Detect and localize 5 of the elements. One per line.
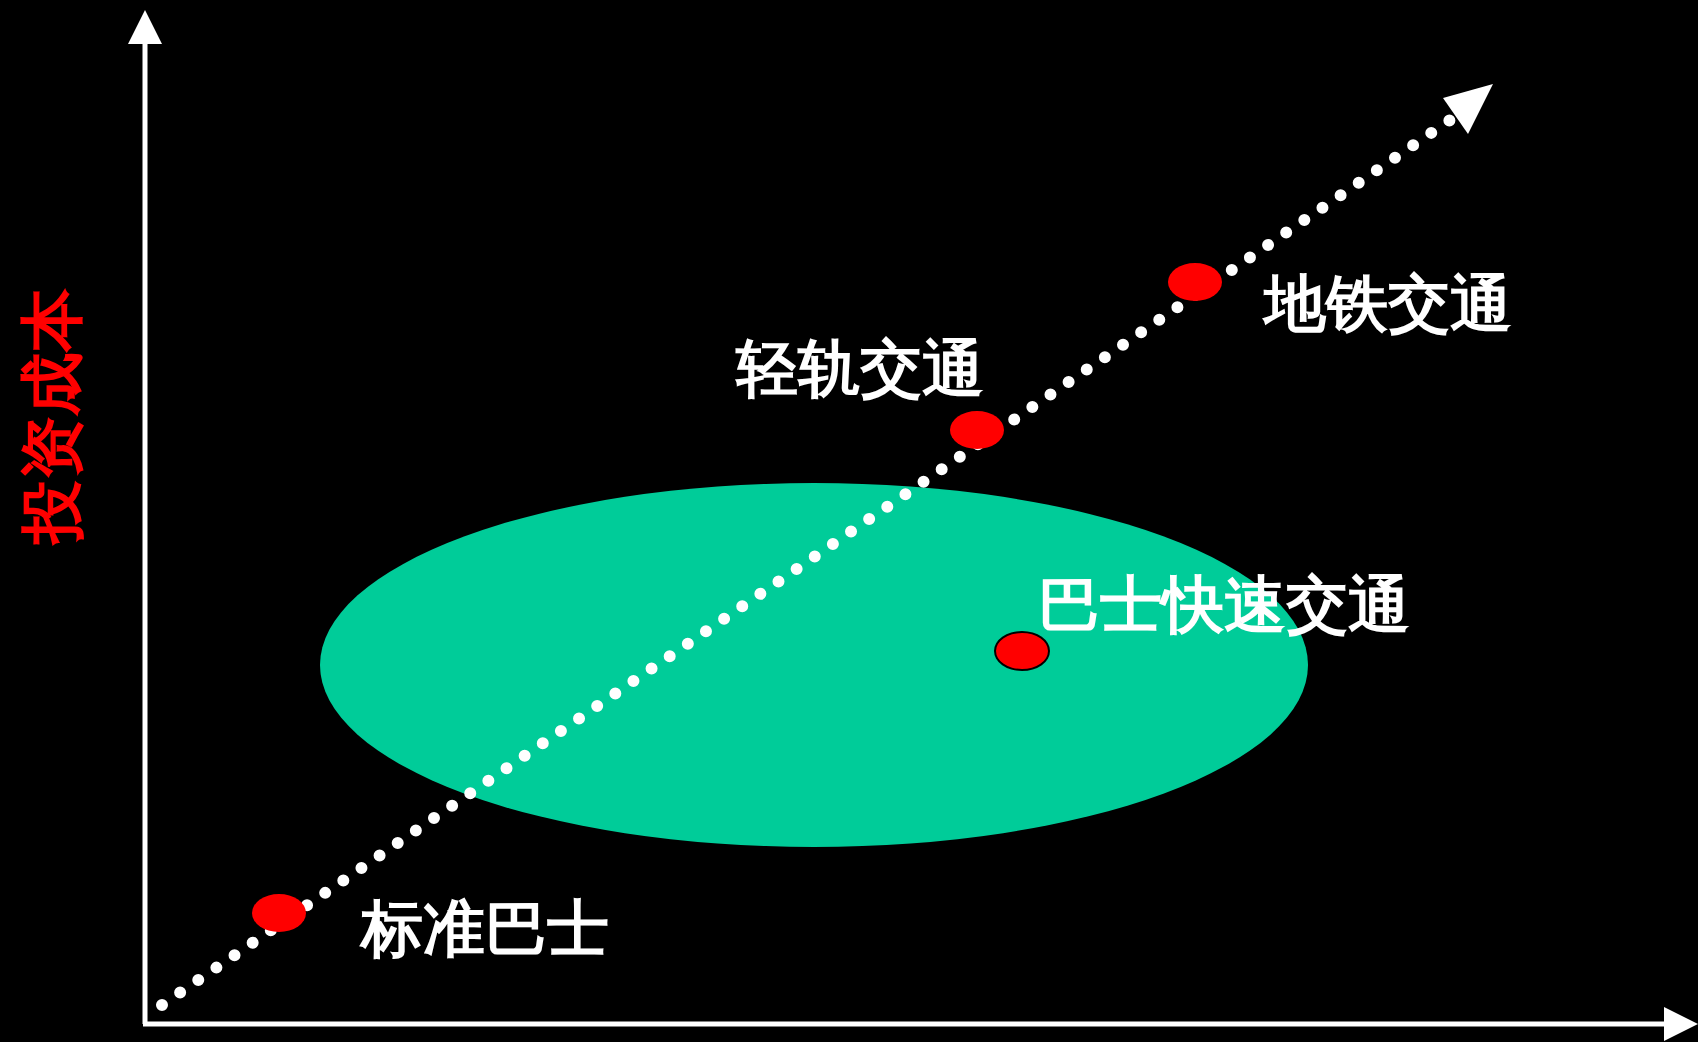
axis-label: 投资成本 xyxy=(20,288,84,544)
point-label: 标准巴士 xyxy=(361,898,609,960)
point-label: 轻轨交通 xyxy=(736,338,984,400)
point-label: 巴士快速交通 xyxy=(1038,574,1410,636)
point-label: 地铁交通 xyxy=(1264,273,1512,335)
